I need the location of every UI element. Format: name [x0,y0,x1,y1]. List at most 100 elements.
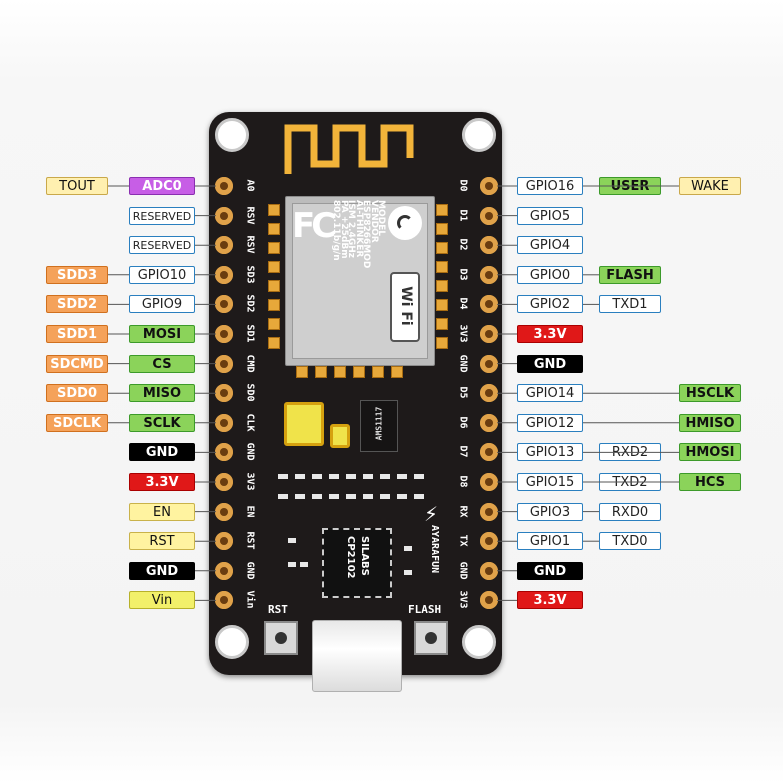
module-pad [296,366,308,378]
right-pin-label: GPIO16 [517,177,583,195]
smd-resistor [363,474,373,479]
left-header-pin-15 [215,591,233,610]
right-header-pin-15 [480,591,498,610]
smd-component [288,562,296,567]
smd-component [404,546,412,551]
left-pin-label: SDCLK [46,413,108,432]
right-pin-label: 3.3V [517,325,583,343]
module-pad [436,337,448,349]
right-pin-label: GPIO3 [517,502,583,521]
right-pin-silk-label: 3V3 [457,590,469,609]
right-pin-label: RXD2 [599,443,661,462]
left-pin-label: CS [129,354,195,373]
right-header-pin-8 [480,384,498,403]
right-pin-label: TXD2 [599,473,661,491]
module-pad [436,204,448,216]
left-header-pin-14 [215,561,233,580]
lightning-logo-icon: ⚡ [424,502,439,526]
brand-label: AYARAFUN [429,525,440,574]
flash-button-label: FLASH [408,603,442,616]
left-pin-label: SDD0 [46,384,108,403]
left-header-pin-4 [215,265,233,284]
module-pad [268,242,280,254]
rst-button-label: RST [268,603,288,616]
module-pad [268,318,280,330]
right-pin-label: GPIO0 [517,265,583,284]
module-pad [436,261,448,273]
left-header-pin-10 [215,443,233,462]
fcc-logo: FC [292,206,336,246]
right-pin-label: HMISO [679,413,741,432]
pcb-antenna-icon [284,124,414,174]
right-header-pin-7 [480,354,498,373]
smd-resistor [380,494,390,499]
module-text-line: 802.11b/g/n [331,200,341,261]
small-capacitor [330,424,350,448]
right-pin-label: HMOSI [679,443,741,462]
wifi-logo-text: Wi Fi [398,286,414,326]
right-pin-label: 3.3V [517,591,583,610]
left-pin-silk-label: Vin [244,590,256,609]
right-pin-label: GPIO14 [517,384,583,403]
module-pad [391,366,403,378]
left-pin-label: RST [129,532,195,551]
right-header-pin-12 [480,502,498,521]
module-pad [268,280,280,292]
right-header-pin-10 [480,443,498,462]
espressif-logo-icon [388,206,422,240]
module-pad [268,204,280,216]
smd-component [288,538,296,543]
fcc-logo-text: FC [292,206,336,246]
module-pad [268,299,280,311]
right-pin-label: FLASH [599,265,661,284]
right-header-pin-1 [480,177,498,195]
mounting-hole-bottom-right [462,625,496,659]
right-header-pin-14 [480,561,498,580]
right-header-pin-6 [480,325,498,343]
right-header-pin-3 [480,236,498,255]
left-header-pin-5 [215,295,233,314]
right-pin-label: GPIO13 [517,443,583,462]
left-header-pin-12 [215,502,233,521]
smd-resistor [278,474,288,479]
module-pad [334,366,346,378]
flash-button[interactable] [414,621,448,655]
rst-button[interactable] [264,621,298,655]
left-pin-label: ADC0 [129,177,195,195]
module-pad [436,318,448,330]
left-pin-label: MISO [129,384,195,403]
module-pad [372,366,384,378]
left-pin-label: TOUT [46,177,108,195]
right-header-pin-13 [480,532,498,551]
right-header-pin-11 [480,473,498,491]
left-pin-label: RESERVED [129,236,195,255]
left-header-pin-1 [215,177,233,195]
smd-resistor [278,494,288,499]
left-pin-label: GPIO10 [129,265,195,284]
right-header-pin-2 [480,206,498,225]
smd-resistor [414,474,424,479]
chip-model-label: CP2102 [345,536,356,579]
left-pin-label: SDD2 [46,295,108,314]
module-pad [268,337,280,349]
smd-resistor [312,474,322,479]
left-pin-label: SDD1 [46,325,108,343]
left-pin-label: Vin [129,591,195,610]
left-pin-label: GND [129,443,195,462]
smd-resistor [363,494,373,499]
smd-resistor [397,474,407,479]
right-pin-label: GND [517,354,583,373]
left-header-pin-6 [215,325,233,343]
smd-component [300,562,308,567]
left-header-pin-7 [215,354,233,373]
smd-resistor [329,494,339,499]
left-header-pin-8 [215,384,233,403]
right-pin-label: GPIO2 [517,295,583,314]
right-header-pin-4 [480,265,498,284]
mounting-hole-top-right [462,118,496,152]
module-pad [436,223,448,235]
left-pin-label: RESERVED [129,206,195,225]
left-pin-label: SDCMD [46,354,108,373]
right-pin-label: GPIO15 [517,473,583,491]
smd-resistor [414,494,424,499]
